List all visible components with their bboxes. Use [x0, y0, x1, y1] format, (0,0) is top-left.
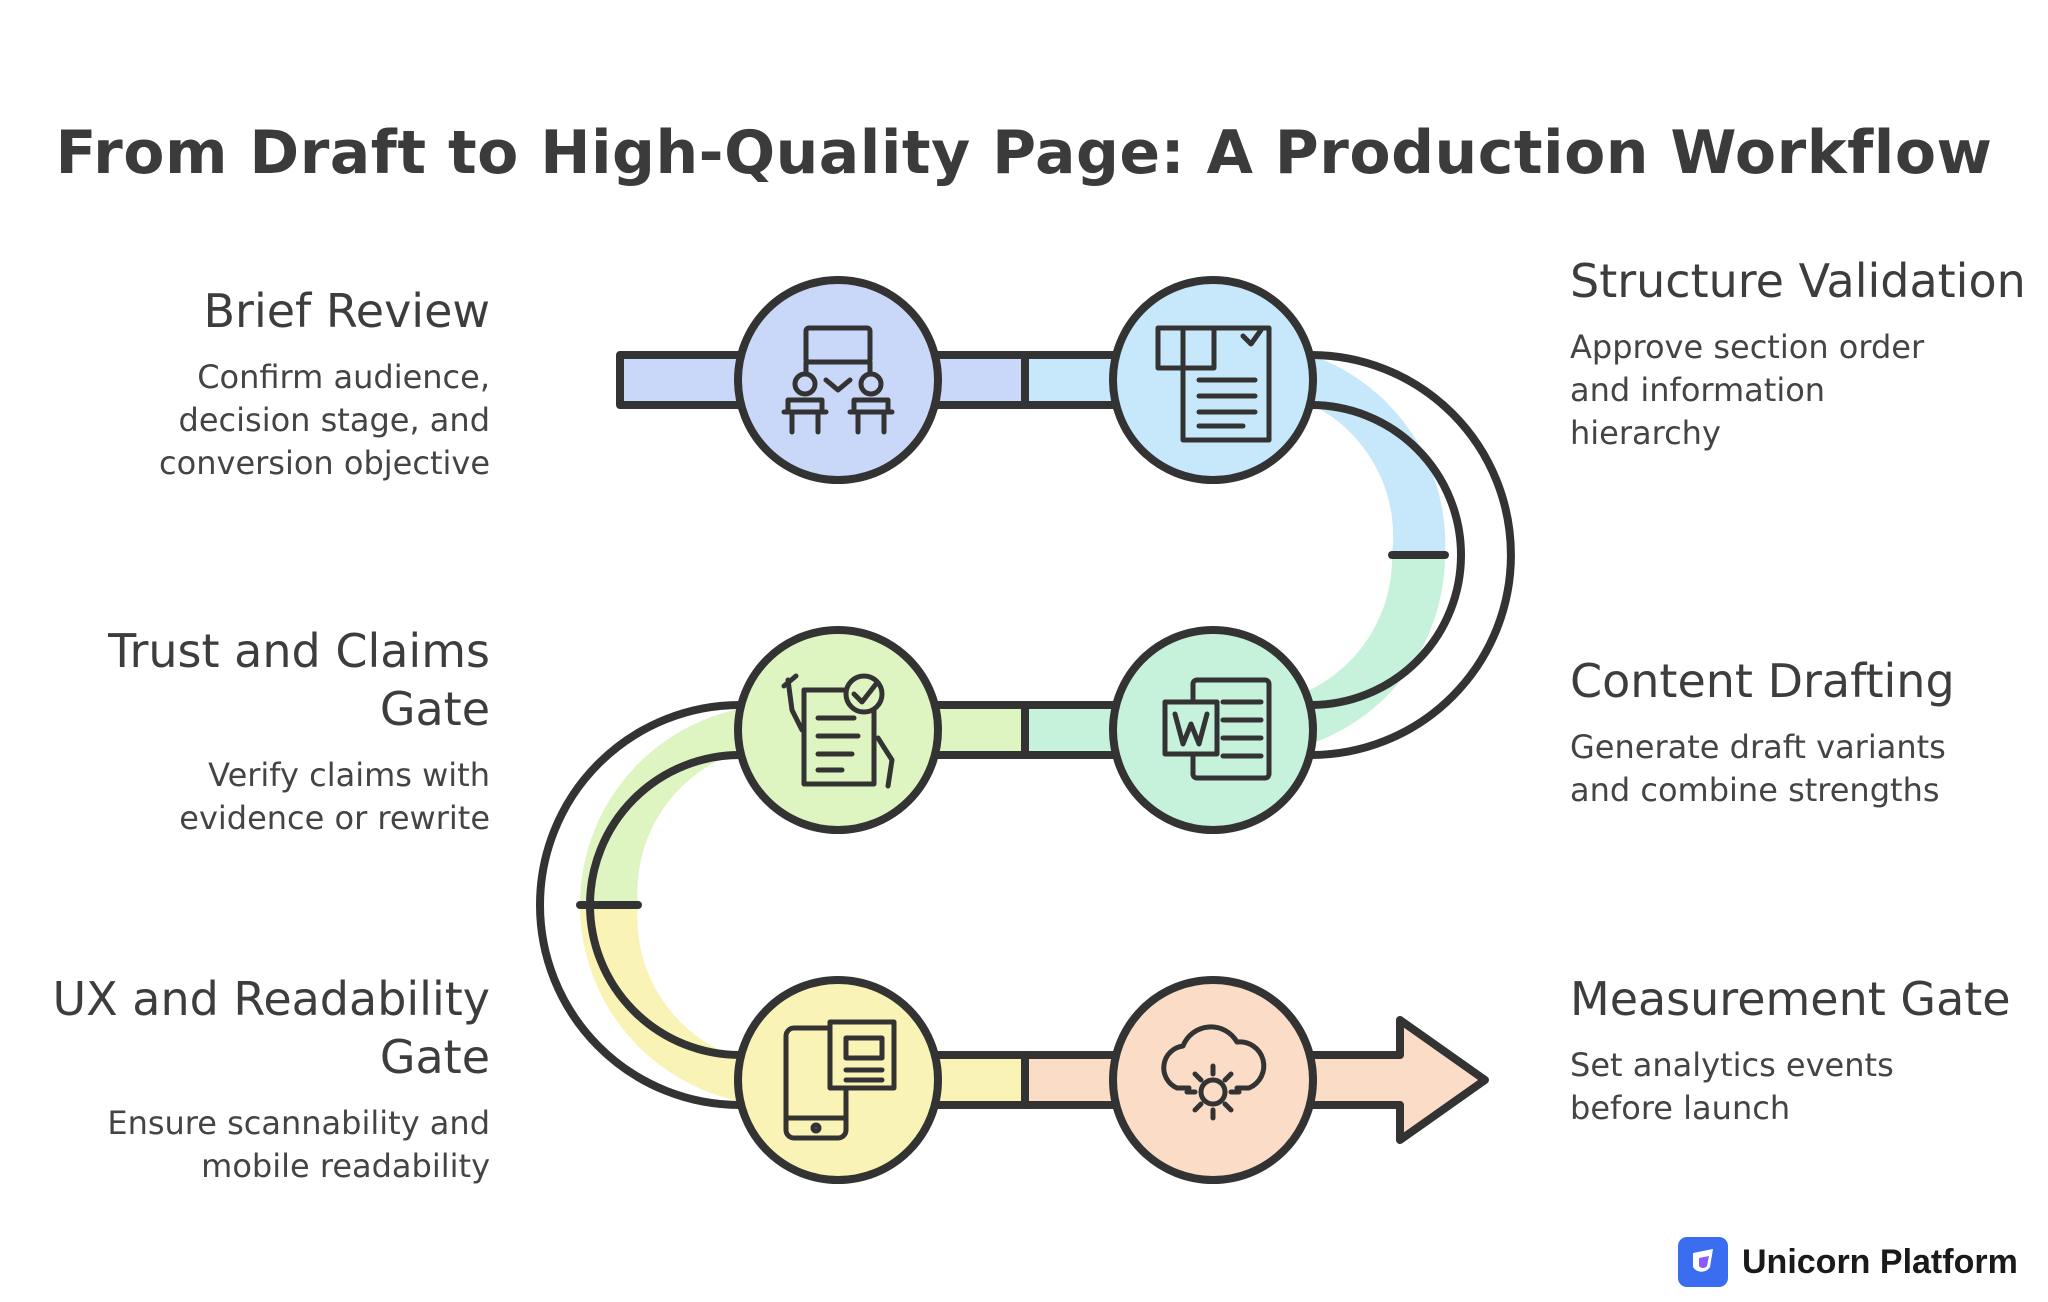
word-doc-icon [1162, 677, 1272, 781]
step-content-drafting: Content Drafting Generate draft variants… [1570, 652, 2030, 812]
document-check-icon [1155, 325, 1272, 443]
unicorn-logo-icon [1678, 1237, 1728, 1287]
brand-name: Unicorn Platform [1742, 1242, 2018, 1281]
step-title: Measurement Gate [1570, 972, 2011, 1026]
mobile-document-icon [783, 1019, 897, 1141]
step-title: Brief Review [203, 284, 491, 338]
step-ux-readability-gate: UX and Readability Gate Ensure scannabil… [10, 970, 490, 1188]
step-title: UX and Readability Gate [52, 972, 490, 1084]
page-title: From Draft to High-Quality Page: A Produ… [55, 118, 1993, 188]
meeting-icon [781, 325, 895, 435]
step-title: Trust and Claims Gate [108, 624, 490, 736]
cloud-gear-icon [1161, 1024, 1267, 1121]
path-outlines [536, 276, 1515, 1184]
path-fills [579, 280, 1485, 1180]
checklist-icon [781, 673, 895, 789]
step-title: Structure Validation [1570, 254, 2026, 308]
step-brief-review: Brief Review Confirm audience,decision s… [10, 282, 490, 485]
step-trust-claims-gate: Trust and Claims Gate Verify claims with… [10, 622, 490, 840]
brand[interactable]: Unicorn Platform [1678, 1236, 2018, 1288]
fill-circle-brief [738, 280, 938, 480]
step-structure-validation: Structure Validation Approve section ord… [1570, 252, 2030, 455]
step-title: Content Drafting [1570, 654, 1955, 708]
